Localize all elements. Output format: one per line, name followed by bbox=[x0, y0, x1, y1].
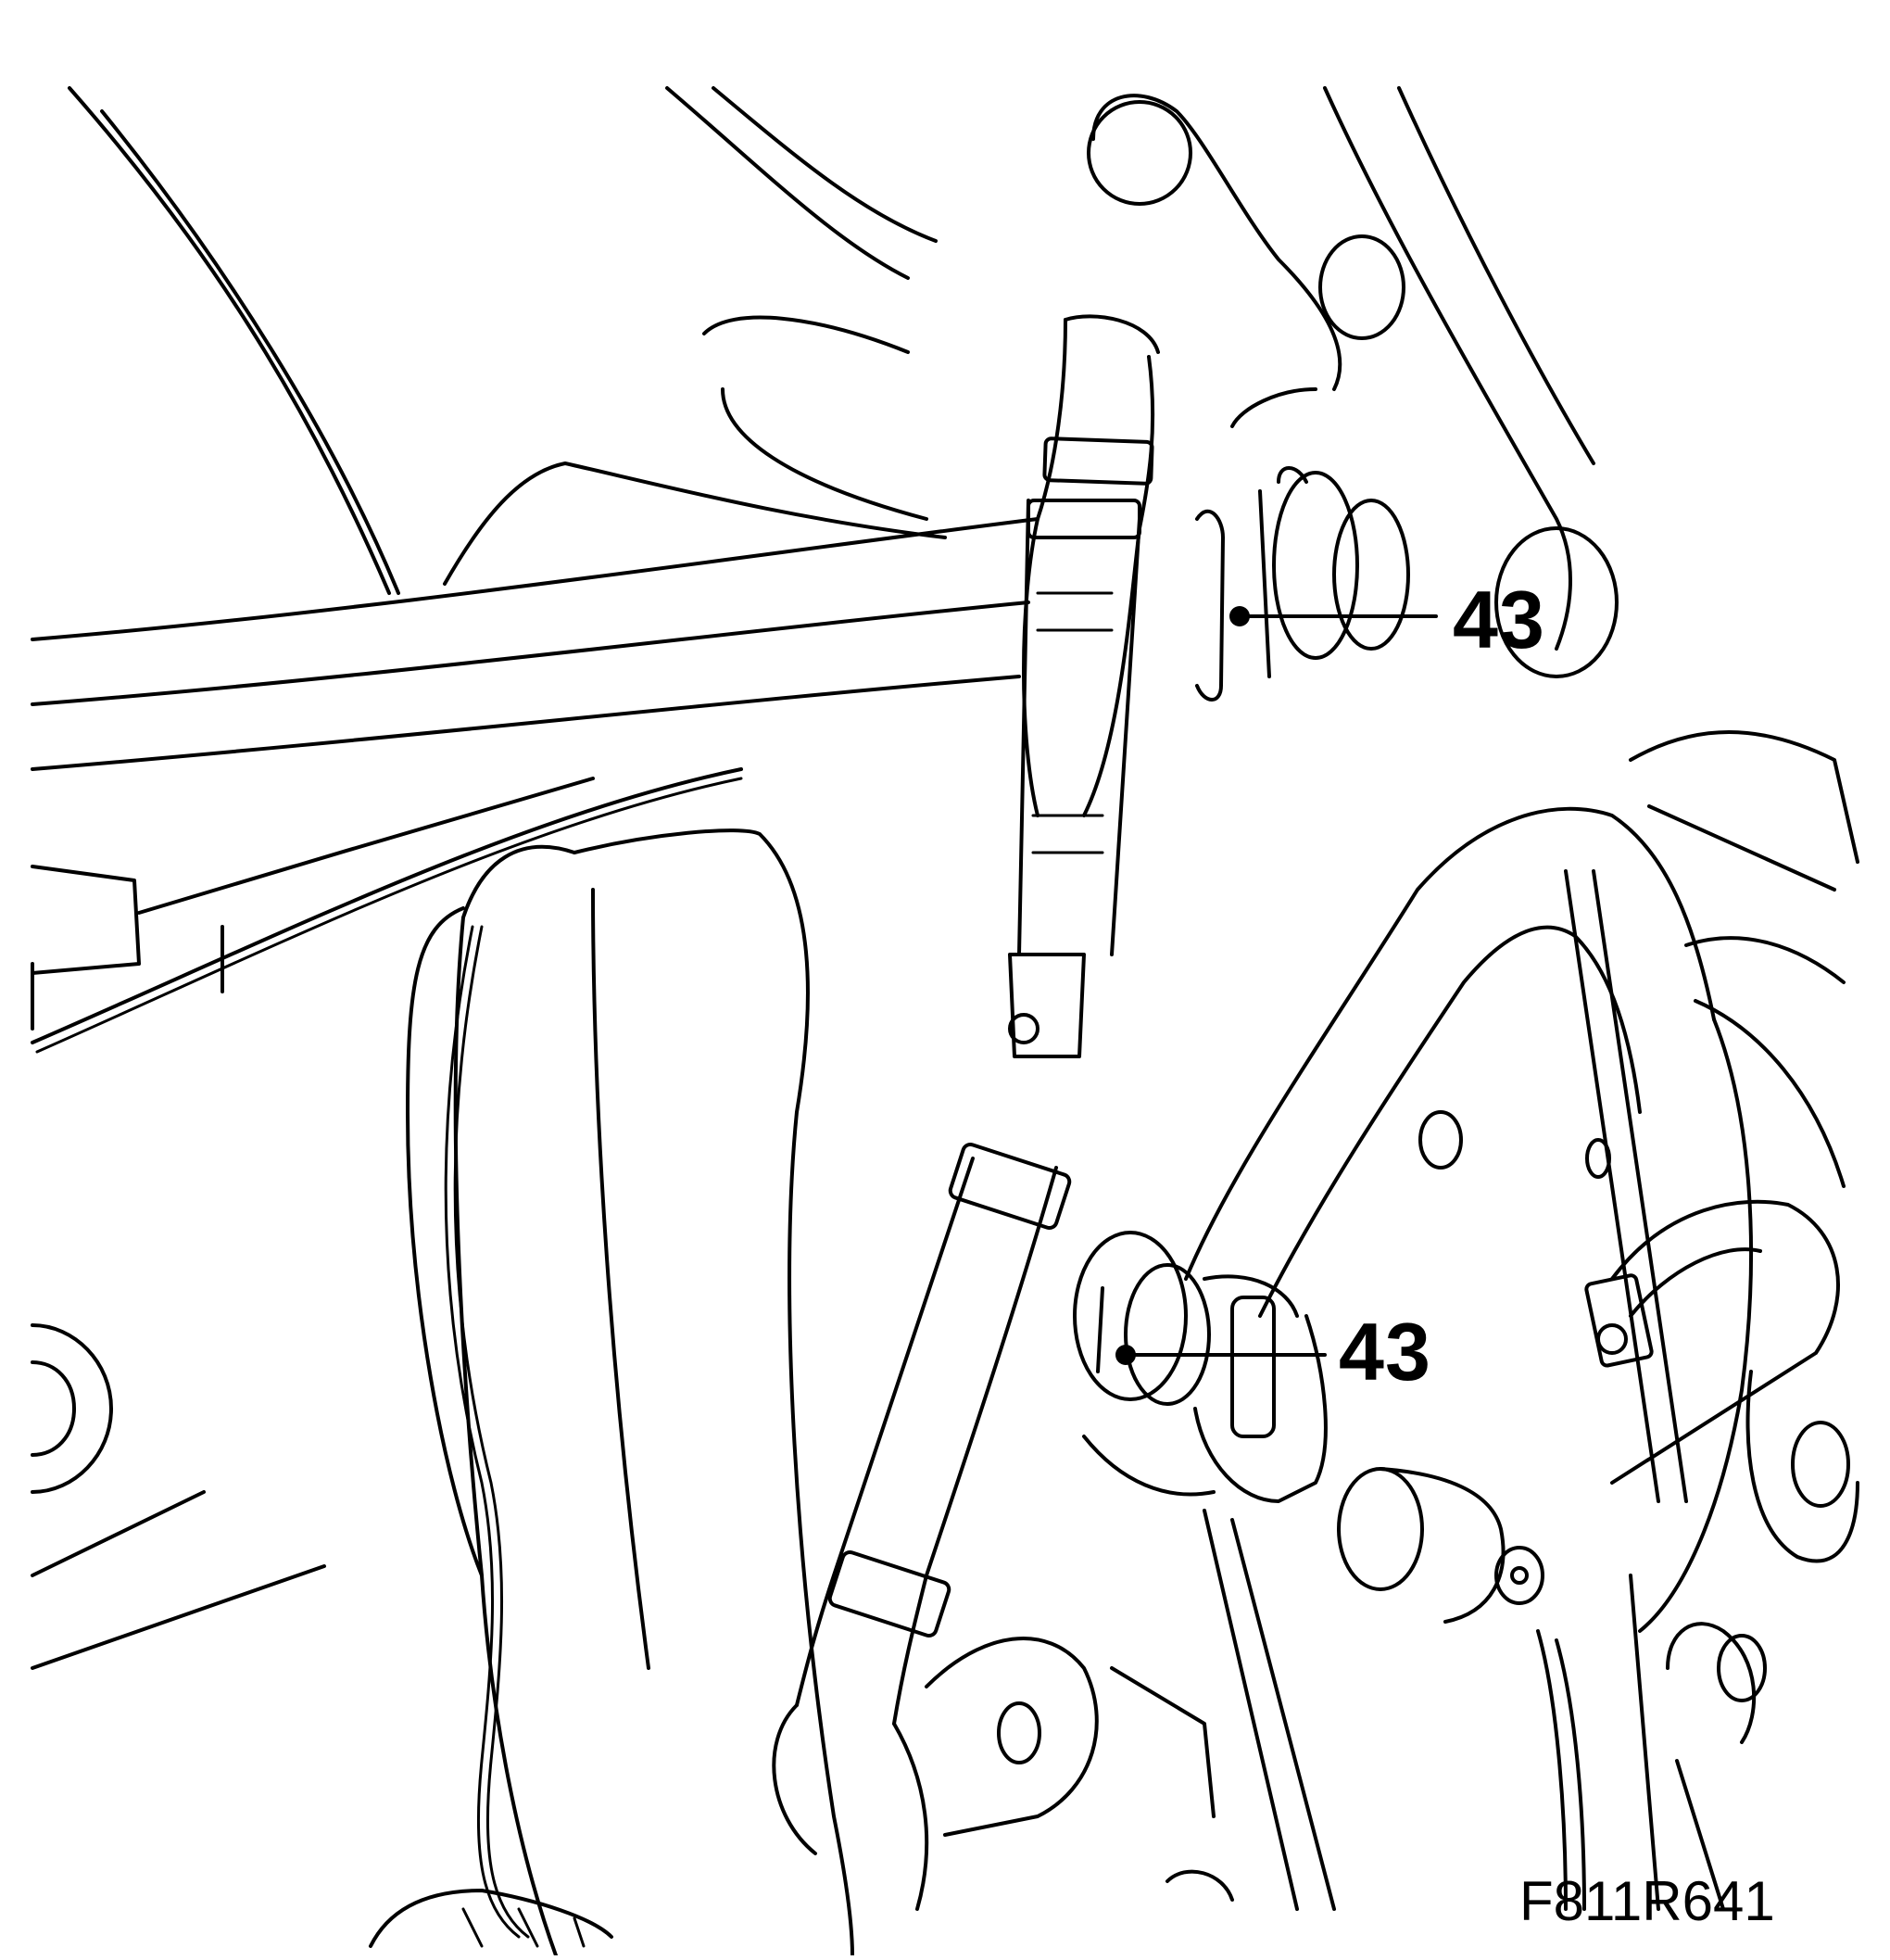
brake-hose bbox=[772, 314, 1160, 1911]
left-round-boss bbox=[31, 1323, 326, 1670]
lower-ball-joint bbox=[1073, 1231, 1328, 1503]
wheel-arch-outline bbox=[68, 86, 938, 595]
figure-id-label: F811R641 bbox=[1519, 1870, 1775, 1932]
right-lever bbox=[1564, 869, 1840, 1503]
callout-leader-2 bbox=[1115, 1345, 1327, 1365]
lower-right-mounts bbox=[1629, 1370, 1859, 1911]
sensor-wire bbox=[444, 925, 530, 1939]
upper-ball-joint bbox=[1195, 466, 1619, 702]
cross-bar bbox=[31, 517, 1040, 1054]
bottom-connector bbox=[369, 1889, 613, 1948]
upper-housing bbox=[443, 315, 947, 586]
steering-arm bbox=[1184, 806, 1753, 1633]
callout-leader-1 bbox=[1229, 606, 1438, 626]
lower-bracket bbox=[925, 1637, 1234, 1902]
lower-pivot bbox=[1203, 1467, 1586, 1911]
upper-knuckle bbox=[1087, 86, 1595, 651]
damper-housing bbox=[406, 828, 854, 1957]
left-frame-box bbox=[31, 777, 595, 1031]
callout-label-upper: 43 bbox=[1453, 574, 1545, 665]
callout-label-lower: 43 bbox=[1339, 1306, 1431, 1397]
right-bracket bbox=[1629, 730, 1859, 1188]
